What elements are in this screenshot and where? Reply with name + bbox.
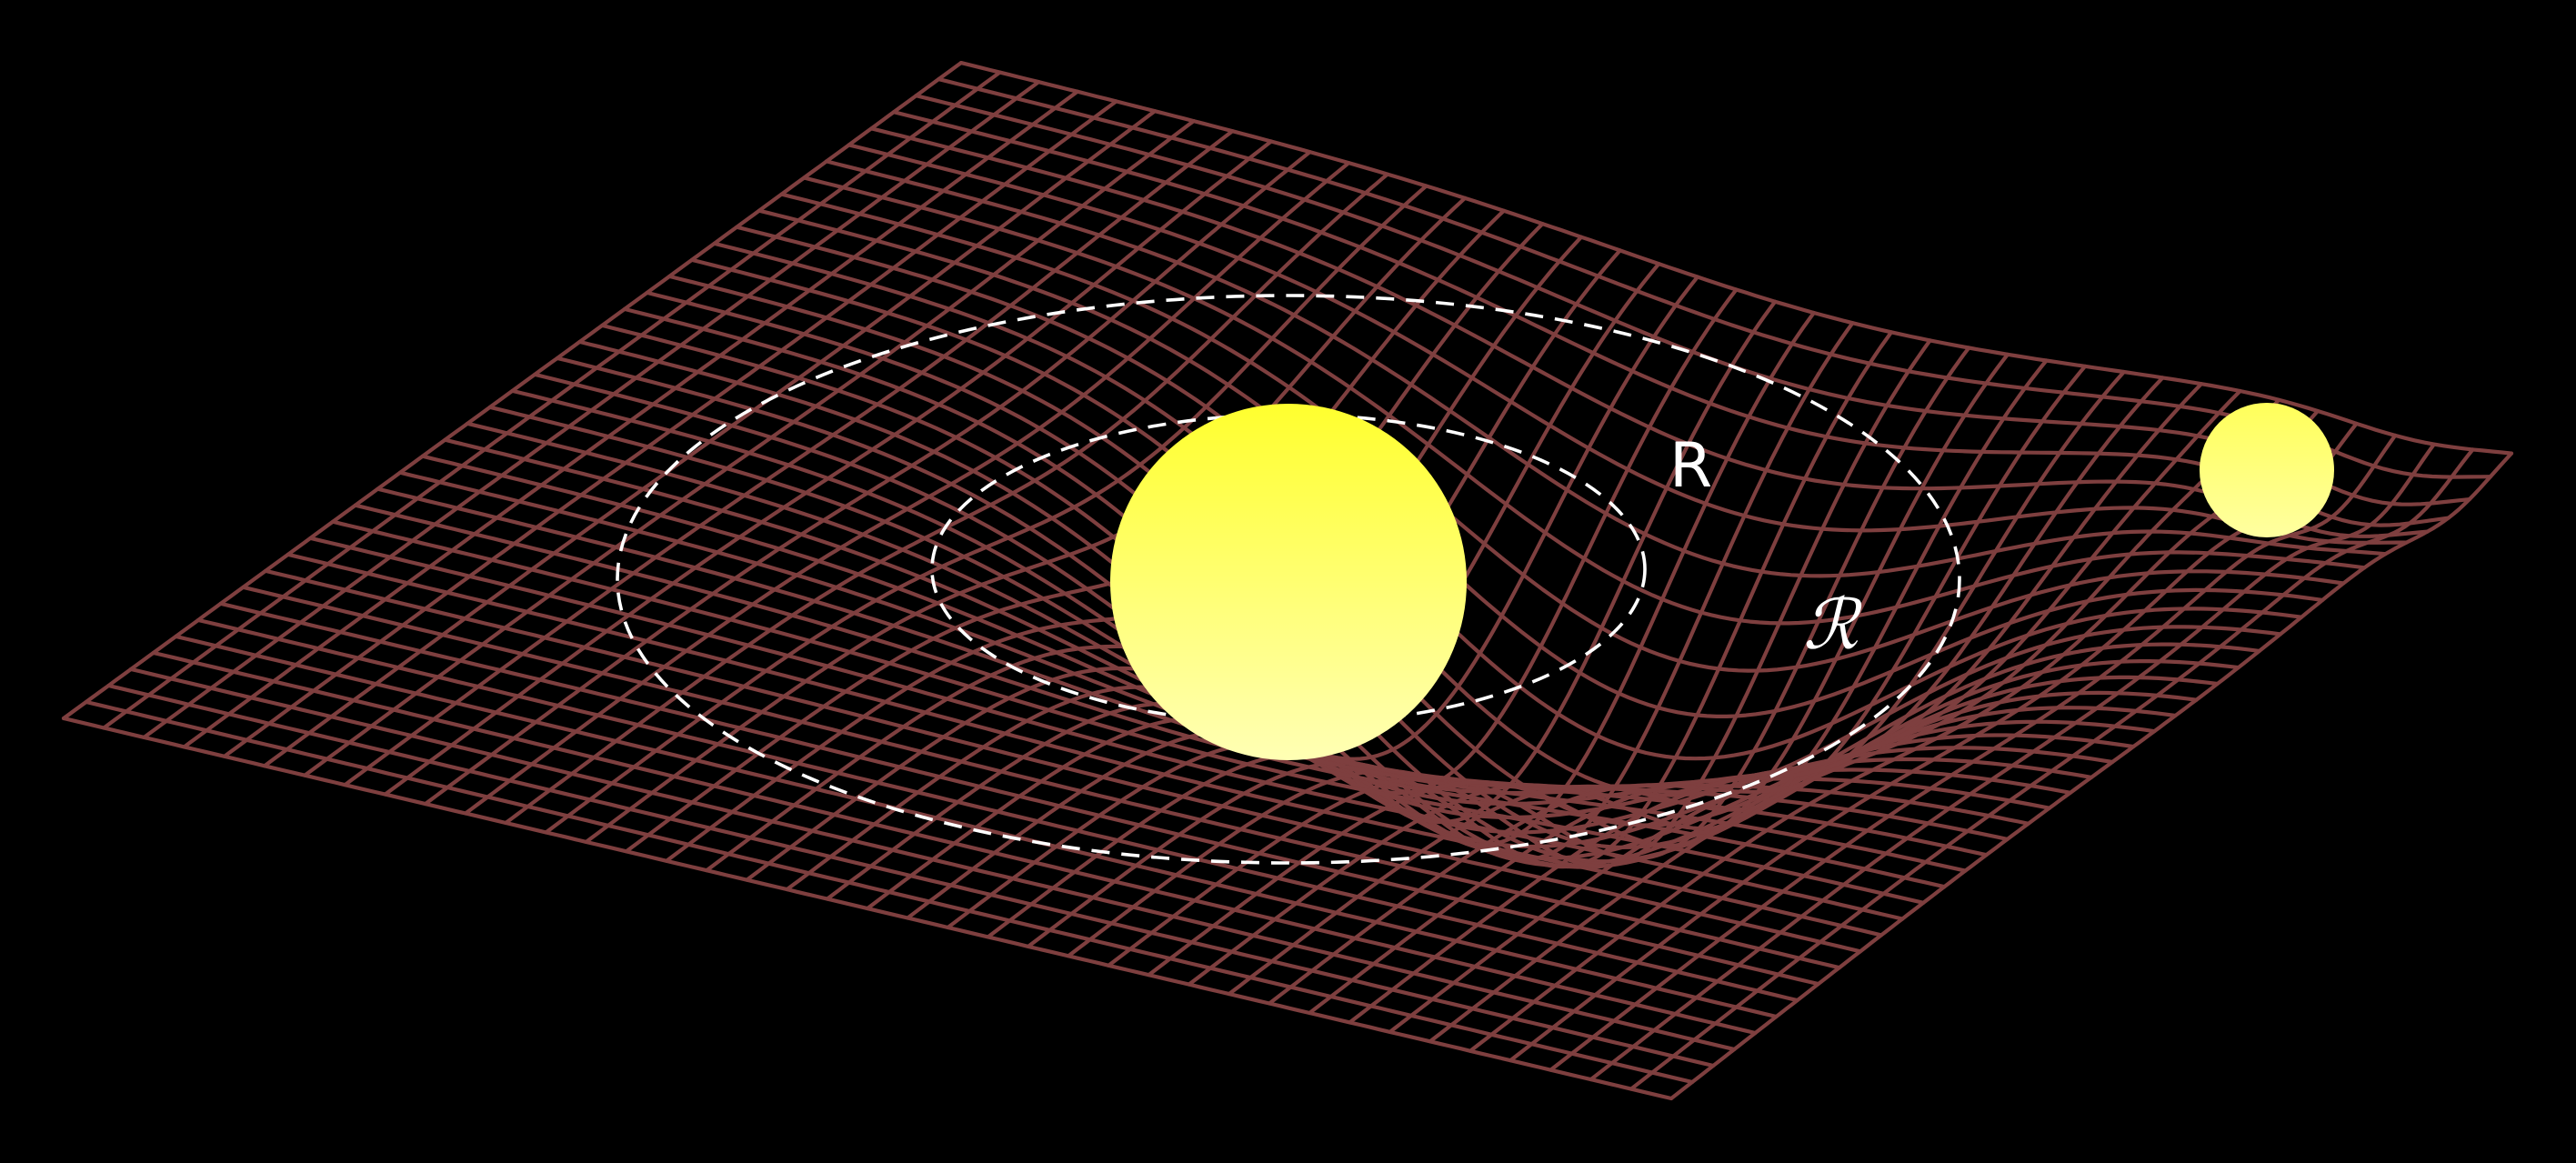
grid-line-v <box>128 667 1737 1052</box>
grid-line-v <box>151 650 1758 1036</box>
grid-line-v <box>331 519 1926 905</box>
grid-line-v <box>174 634 1779 1019</box>
grid-line-u <box>1549 433 2398 1072</box>
outer-radius-label: ℛ <box>1803 584 1863 665</box>
grid-line-u <box>986 321 1855 939</box>
outer-orbit-dashed <box>616 294 1961 865</box>
grid-line-u <box>1348 382 2204 1025</box>
grid-line-v <box>196 617 1799 1003</box>
orbiting-planet <box>2200 403 2334 537</box>
grid-line-u <box>1669 451 2514 1101</box>
grid-line-u <box>1388 388 2242 1034</box>
inner-orbit-dashed <box>930 413 1647 726</box>
grid-line-v <box>264 568 1862 954</box>
grid-line-v <box>218 601 1820 987</box>
grid-line-u <box>1227 364 2088 997</box>
grid-line-v <box>241 585 1841 970</box>
grid-line-v <box>308 536 1905 921</box>
grid-line-u <box>1589 442 2436 1082</box>
grid-line-v <box>353 503 1947 889</box>
grid-line-v <box>689 257 2261 827</box>
grid-line-u <box>1026 330 1894 948</box>
grid-line-v <box>376 486 1968 873</box>
grid-line-u <box>1107 346 1971 967</box>
grid-line-u <box>1468 408 2320 1053</box>
grid-line-u <box>1428 397 2281 1044</box>
grid-line-u <box>1267 369 2126 1006</box>
central-star <box>1110 404 1467 760</box>
spacetime-grid <box>61 61 2514 1101</box>
grid-line-u <box>1187 358 2049 987</box>
grid-line-u <box>1629 447 2475 1091</box>
grid-line-v <box>61 716 1674 1101</box>
grid-line-v <box>106 683 1716 1068</box>
inner-radius-label: R <box>1669 430 1712 502</box>
grid-line-u <box>1147 352 2010 978</box>
grid-line-v <box>84 699 1695 1085</box>
grid-line-u <box>1509 421 2359 1063</box>
grid-line-v <box>286 552 1884 937</box>
